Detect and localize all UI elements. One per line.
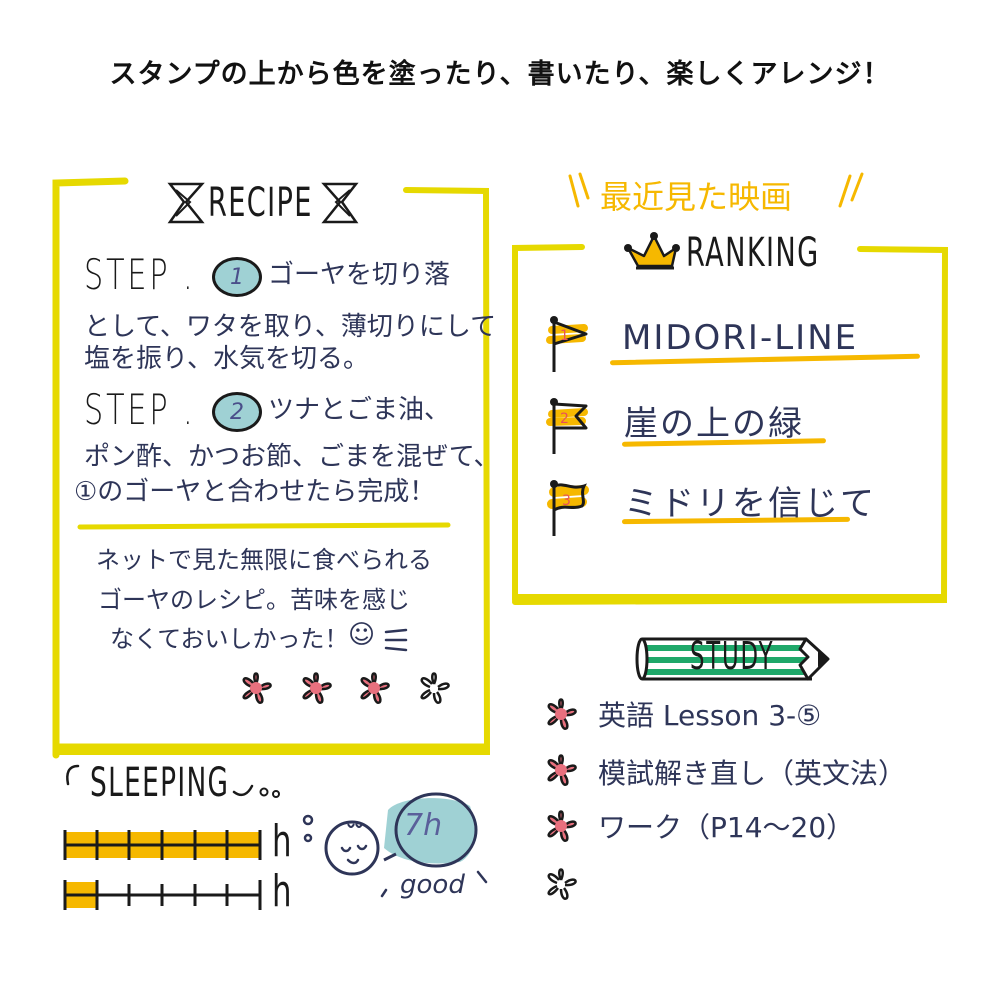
sleep-comment: good bbox=[400, 870, 465, 900]
flower-checkbox-filled-icon[interactable] bbox=[541, 694, 581, 734]
crown-icon bbox=[624, 232, 680, 270]
ranking-item-1-title: MIDORI-LINE bbox=[622, 318, 859, 358]
study-item-2-text: 模試解き直し（英文法） bbox=[598, 757, 907, 790]
flower-checkbox-empty-icon[interactable] bbox=[541, 864, 581, 904]
step-2-line-2: ポン酢、かつお節、ごまを混ぜて、 bbox=[84, 442, 500, 472]
flower-checkbox-filled-icon[interactable] bbox=[541, 806, 581, 846]
ranking-title: RANKING bbox=[686, 230, 820, 276]
flower-icon bbox=[242, 672, 272, 704]
sleeping-face-icon bbox=[302, 792, 488, 898]
smiley-icon: ☺ bbox=[348, 620, 376, 650]
flower-icon bbox=[302, 672, 332, 704]
step-2-number-badge: 2 bbox=[212, 392, 262, 432]
sleep-bar-1 bbox=[63, 830, 262, 860]
pencil-icon bbox=[635, 637, 830, 681]
wavy-flag-3-icon: 3 bbox=[547, 480, 589, 536]
step-2-line-1: ツナとごま油、 bbox=[268, 395, 451, 425]
caption-deco-right-icon bbox=[838, 172, 864, 208]
step-1-number-badge: 1 bbox=[212, 257, 262, 297]
recipe-title: RECIPE bbox=[208, 180, 313, 226]
study-item-1-text: 英語 Lesson 3-⑤ bbox=[598, 699, 822, 732]
sleep-bar-2-unit: h bbox=[272, 866, 292, 917]
step-1-line-1: ゴーヤを切り落 bbox=[268, 260, 451, 290]
zigzag-right-icon bbox=[321, 182, 359, 224]
study-item-3-text: ワーク（P14〜20） bbox=[598, 811, 855, 844]
step-1-line-2: として、ワタを取り、薄切りにして bbox=[84, 312, 497, 342]
svg-text:3: 3 bbox=[562, 493, 571, 509]
swallowtail-flag-2-icon: 2 bbox=[546, 398, 588, 454]
sleeping-title: SLEEPING bbox=[90, 760, 230, 806]
flower-outline-icon bbox=[420, 672, 450, 704]
sleep-curl-left-icon bbox=[66, 764, 80, 786]
pennant-flag-1-icon: 1 bbox=[546, 316, 588, 372]
step-1-number: 1 bbox=[230, 264, 244, 290]
sparkle-lines-icon bbox=[384, 628, 408, 652]
step-1-line-3: 塩を振り、水気を切る。 bbox=[84, 344, 369, 374]
svg-text:2: 2 bbox=[560, 411, 569, 427]
step-2-line-3: ①のゴーヤと合わせたら完成！ bbox=[74, 477, 436, 507]
recipe-note-line-1: ネットで見た無限に食べられる bbox=[96, 546, 432, 574]
sleep-bubble-text: 7h bbox=[404, 808, 443, 843]
sleep-bar-1-unit: h bbox=[272, 816, 292, 867]
rank-number: 1 bbox=[560, 328, 569, 344]
step-2-label: STEP . bbox=[84, 385, 196, 434]
flower-icon bbox=[360, 672, 390, 704]
page-headline: スタンプの上から色を塗ったり、書いたり、楽しくアレンジ！ bbox=[109, 59, 891, 90]
ranking-caption: 最近見た映画 bbox=[600, 178, 793, 216]
zigzag-left-icon bbox=[167, 182, 205, 224]
flower-checkbox-filled-icon[interactable] bbox=[541, 750, 581, 790]
caption-deco-left-icon bbox=[568, 172, 590, 208]
recipe-note-line-3: なくておいしかった！ bbox=[110, 625, 349, 653]
recipe-note-line-2: ゴーヤのレシピ。苦味を感じ bbox=[98, 586, 410, 614]
study-title: STUDY bbox=[690, 634, 775, 678]
sleep-bar-2 bbox=[63, 880, 262, 910]
step-1-label: STEP . bbox=[84, 250, 196, 299]
step-2-number: 2 bbox=[230, 399, 244, 425]
sleep-zzz-icon bbox=[232, 784, 280, 798]
ranking-item-2-title: 崖の上の緑 bbox=[624, 404, 804, 444]
